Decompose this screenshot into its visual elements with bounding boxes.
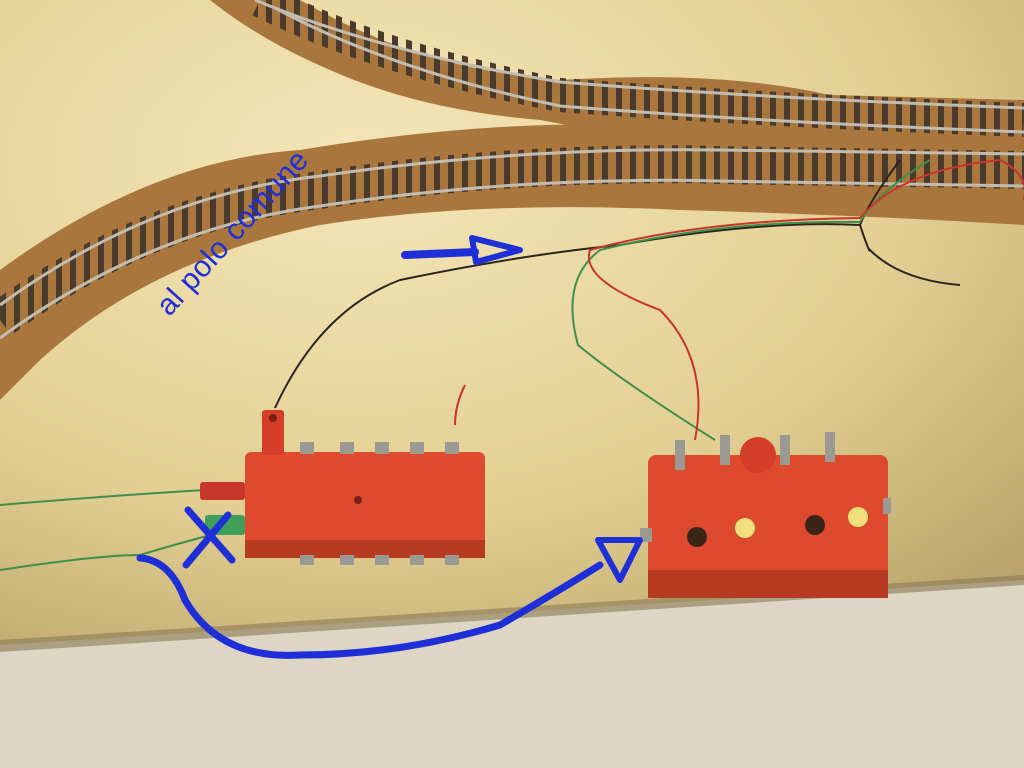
switch-panel [640, 432, 891, 598]
annotation-curved-arrow [136, 537, 643, 659]
track-lower-rail-b [0, 178, 1024, 340]
wire-green [571, 159, 931, 441]
annotation-arrow-common-pole [401, 235, 523, 265]
wire-stub [454, 384, 466, 426]
wire-left-top [0, 489, 206, 506]
wire-loop [859, 224, 961, 286]
annotation-cross-mark [182, 506, 236, 569]
track-lower-sleepers [0, 145, 1024, 336]
distribution-block [200, 410, 485, 565]
wire-red [587, 158, 1024, 441]
track-upper-rail-a [254, 0, 1024, 110]
tablecloth [0, 580, 1024, 768]
track-upper-sleepers [252, 0, 1024, 137]
track-lower-rail-a [0, 148, 1024, 307]
track-upper-rail-b [274, 6, 1024, 134]
